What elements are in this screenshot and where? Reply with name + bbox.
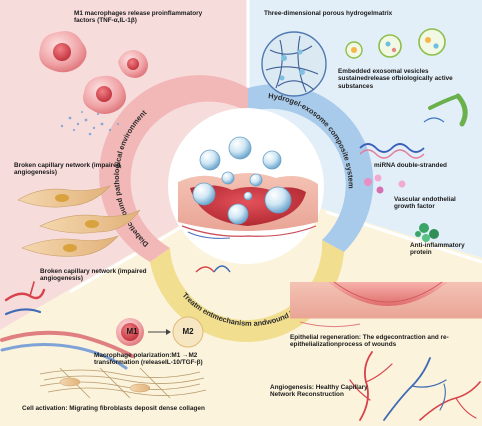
- macrophage-polarization-label: Macrophage polarization:M1 →M2 transform…: [94, 352, 203, 367]
- m1-cell-text: M1: [126, 327, 138, 336]
- epithelial-regeneration-label: Epithelial regeneration: The edgecontrac…: [290, 334, 449, 349]
- hydrogel-matrix-label: Three-dimensional porous hydrogelmatrix: [264, 10, 393, 17]
- capillary-label-lower: Broken capillary network (impaired angio…: [40, 268, 147, 283]
- hydrogel-bead: [192, 136, 292, 225]
- m2-cell-text: M2: [182, 327, 194, 336]
- fibroblast-activation-label: Cell activation: Migrating fibroblasts d…: [22, 405, 205, 412]
- mirna-label: miRNA double-stranded: [374, 162, 447, 169]
- m1-cell-icon: [116, 318, 144, 346]
- anti-inflammatory-label: Anti-inflammatory protein: [410, 242, 465, 257]
- anti-inflammatory-protein-icon: [415, 223, 439, 242]
- m1-macrophage-icon: [39, 31, 148, 114]
- cytokine-particles: [60, 111, 120, 136]
- fibroblast-cells-icon: [17, 185, 141, 257]
- broken-capillary-icon: [0, 281, 134, 370]
- central-wound-illustration: [178, 136, 318, 239]
- divider-left: [69, 226, 181, 294]
- vegf-molecule-icon: [364, 174, 406, 194]
- mirna-helix-icon: [359, 93, 468, 159]
- vessel-decoration: [195, 265, 231, 273]
- collagen-fibroblast-icon: [39, 367, 207, 399]
- healthy-capillary-icon: [349, 351, 481, 421]
- exosome-vesicle-label: Embedded exosomal vesicles sustainedrele…: [338, 68, 453, 90]
- hydrogel-matrix-icon: [261, 31, 327, 97]
- m2-cell-icon: [172, 316, 204, 348]
- vegf-label: Vascular endothelial growth factor: [394, 196, 456, 211]
- capillary-label-upper: Broken capillary network (impaired angio…: [14, 162, 121, 177]
- exosome-vesicle-icon: [345, 28, 446, 59]
- angiogenesis-label: Angiogenesis: Healthy Capillary Network …: [270, 384, 368, 399]
- epithelial-wound-icon: [290, 281, 482, 328]
- m1-macrophage-label: M1 macrophages release proinflammatory f…: [74, 10, 203, 25]
- migrating-fibroblast-icon: [59, 377, 151, 393]
- polarization-arrow-icon: [148, 329, 171, 335]
